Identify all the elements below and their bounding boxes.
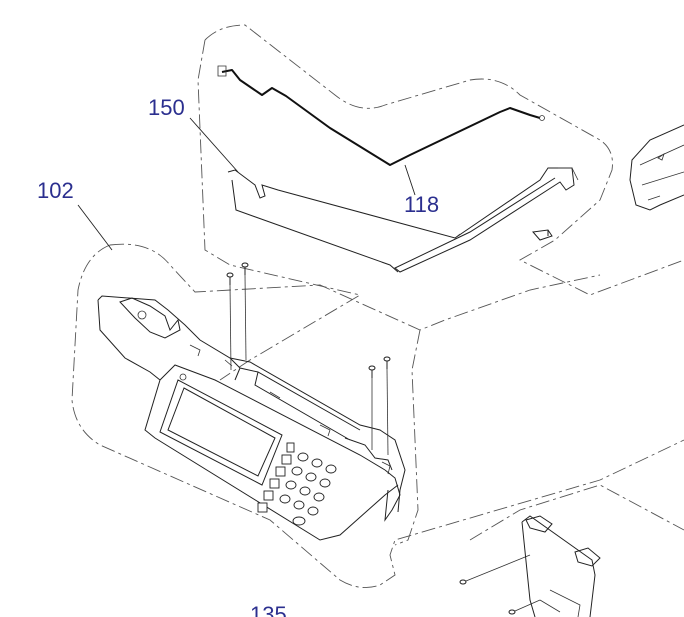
callout-102: 102 [37, 178, 74, 203]
key-start [292, 516, 306, 526]
panel-right-end [384, 469, 401, 522]
boundary-102 [71, 244, 684, 589]
flat-cable-150-fold [454, 167, 579, 239]
side-cover-mark [657, 153, 665, 161]
panel-rear-rail [229, 357, 393, 471]
cable-118-end-left [217, 65, 227, 77]
bracket-135 [521, 515, 601, 617]
side-cover-inner [639, 144, 684, 201]
key-num [291, 466, 303, 476]
display-bezel [159, 379, 283, 486]
key-num [325, 464, 337, 474]
panel-rear-tabs [189, 344, 391, 475]
panel-left-bracket [119, 297, 181, 339]
boundary-150-left [197, 39, 362, 381]
panel-face-upper [159, 364, 386, 471]
panel-left-hole [137, 310, 147, 320]
key-function-3 [269, 478, 280, 489]
bracket-135-detail [539, 589, 581, 617]
key-num [319, 478, 331, 488]
boundary-102-top [109, 243, 601, 331]
flat-cable-150 [227, 167, 579, 273]
control-panel-102 [97, 295, 406, 541]
key-function-2 [275, 466, 286, 477]
bracket-135-tab-right [574, 547, 601, 567]
key-num [311, 458, 323, 468]
panel-top-frame [97, 295, 406, 513]
flat-cable-150-body [227, 167, 575, 273]
callout-135: 135 [250, 602, 287, 617]
key-num [279, 494, 291, 504]
callout-118: 118 [404, 192, 440, 217]
screw [383, 356, 391, 456]
side-cover-partial [629, 124, 684, 211]
panel-left-end [97, 299, 161, 381]
keypad [257, 442, 337, 526]
leader-118 [404, 164, 416, 196]
boundary-135 [469, 484, 684, 541]
side-cover-body [629, 124, 684, 211]
cable-118 [217, 65, 545, 166]
screw [368, 365, 376, 450]
key-function-6 [286, 442, 295, 453]
boundary-102-right [394, 329, 421, 546]
cable-118-wire [221, 69, 541, 166]
key-num [299, 486, 311, 496]
cable-118-end-right [539, 115, 545, 121]
screw [459, 554, 531, 585]
screws [226, 262, 541, 615]
key-num [305, 472, 317, 482]
screw [241, 262, 249, 361]
leader-102 [77, 204, 113, 251]
leader-lines [77, 117, 416, 251]
key-function-4 [263, 490, 274, 501]
flat-cable-150-lower [231, 179, 399, 273]
connector-small [532, 229, 553, 241]
bracket-135-plate [521, 515, 596, 617]
key-num [297, 452, 309, 462]
callout-150: 150 [148, 95, 185, 120]
key-num [285, 480, 297, 490]
key-num [293, 500, 305, 510]
boundary-118-150 [204, 24, 684, 296]
panel-front-face [144, 379, 399, 541]
leader-150 [189, 117, 239, 173]
display-screen [167, 387, 276, 477]
key-num [307, 506, 319, 516]
screw [226, 272, 234, 371]
key-function-1 [281, 454, 292, 465]
key-num [313, 492, 325, 502]
key-function-5 [257, 502, 268, 513]
assembly-boundaries [71, 24, 684, 589]
bracket-135-tab-left [525, 515, 553, 533]
status-led [179, 373, 187, 381]
screw [508, 599, 541, 615]
